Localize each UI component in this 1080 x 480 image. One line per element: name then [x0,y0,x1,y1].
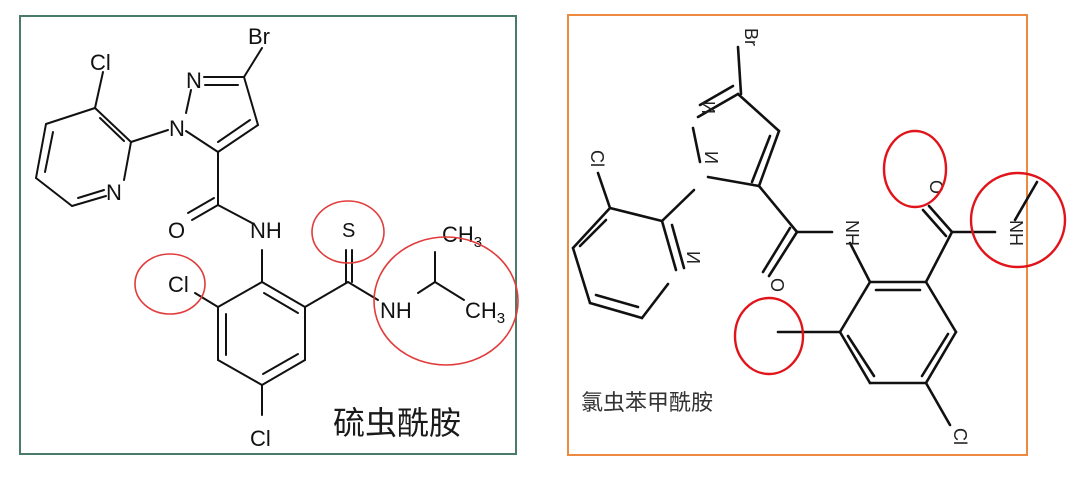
atom-n-pyridine: N [106,180,122,205]
atom-nh-amide: NH [250,218,282,243]
atom-n-pyrazole-bottom: N [701,151,721,164]
atom-cl-para: Cl [950,428,970,445]
atom-cl-pyridine: Cl [90,50,111,75]
atom-br: Br [248,24,270,49]
highlight-circle-isopropyl-nh [373,236,519,366]
atom-br: Br [741,28,761,46]
atom-ch3-right: CH3 [465,298,505,327]
highlight-circle-n-methyl [969,171,1067,269]
atom-ch3-top: CH3 [442,222,482,251]
highlight-circle-methyl [733,296,805,376]
atom-n-pyrazole-top: N [186,68,202,93]
compound-name-chlorantraniliprole: 氯虫苯甲酰胺 [581,391,714,416]
highlight-circle-s [311,200,385,264]
atom-nh-amide: NH [842,220,862,246]
compound-name-thiocyantraniliprole: 硫虫酰胺 [333,404,462,442]
atom-nh-methylamide: NH [1006,220,1026,246]
atom-n-pyrazole-bottom: N [169,116,185,141]
atom-cl-pyridine: Cl [587,150,607,167]
atom-o-amide: O [168,218,185,243]
highlight-circle-cl [134,253,206,315]
atom-s-thioamide: S [342,220,355,242]
atom-n-pyrazole-top: N [698,101,718,114]
atom-o-amide: O [767,278,787,292]
highlight-circle-carbonyl-o [882,129,948,209]
atom-nh-thioamide: NH [380,298,412,323]
atom-cl-ortho: Cl [168,272,189,297]
atom-n-pyridine: N [683,251,703,264]
atom-cl-para: Cl [250,426,271,451]
